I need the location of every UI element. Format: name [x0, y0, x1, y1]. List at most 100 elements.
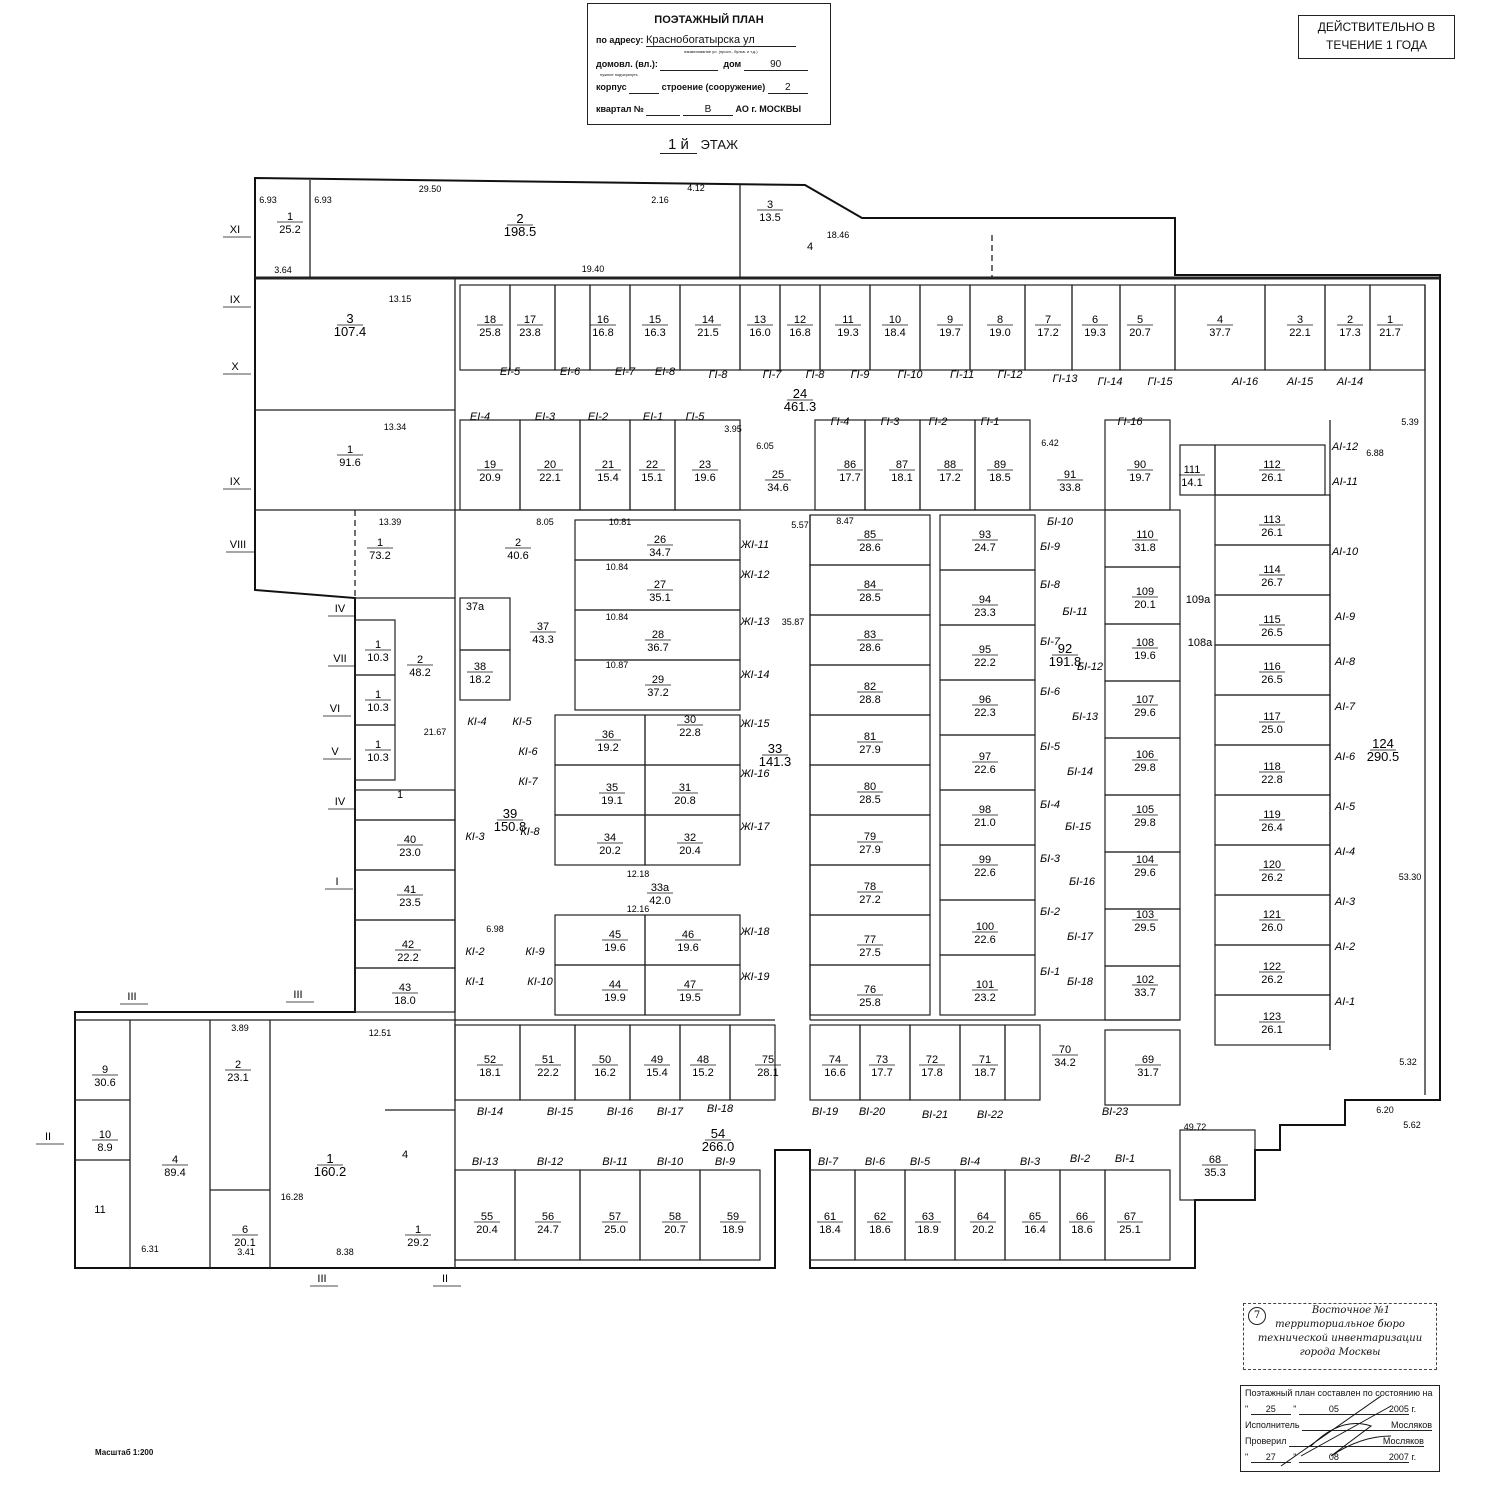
- zone-label: КI-3: [465, 831, 485, 843]
- zone-label: ВI-20: [859, 1106, 886, 1118]
- room-number: 30: [684, 714, 696, 726]
- room-area: 25.1: [1119, 1224, 1140, 1236]
- axis-mark-label: III: [317, 1273, 326, 1285]
- dimension-label: 6.42: [1041, 438, 1059, 448]
- axis-mark: II: [433, 1273, 461, 1287]
- zone-label: ГI-12: [998, 369, 1023, 381]
- dimension-label: 12.51: [369, 1028, 392, 1038]
- room-area: 26.2: [1261, 872, 1282, 884]
- zone-label: ГI-9: [851, 369, 870, 381]
- room-area: 19.3: [837, 327, 858, 339]
- zone-label: БI-8: [1040, 579, 1061, 591]
- room-number: 16: [597, 314, 609, 326]
- room-outline: [699, 1169, 761, 1261]
- room-area: 26.1: [1261, 527, 1282, 539]
- room-number: 21: [602, 459, 614, 471]
- room-label: 620.1: [232, 1224, 258, 1249]
- room-label: 322.1: [1287, 314, 1313, 339]
- zone-label: ВI-17: [657, 1106, 684, 1118]
- room-outline: [1179, 1129, 1256, 1201]
- axis-mark: VII: [328, 653, 356, 667]
- room-number: 90: [1134, 459, 1146, 471]
- room-number: 96: [979, 694, 991, 706]
- room-number: 23: [699, 459, 711, 471]
- room-label: 919.7: [937, 314, 963, 339]
- zone-label: АI-5: [1334, 801, 1356, 813]
- room-outline: [644, 964, 741, 1016]
- zone-label: ГI-14: [1098, 376, 1123, 388]
- zone-label: АI-7: [1334, 701, 1356, 713]
- axis-mark-label: XI: [230, 224, 240, 236]
- room-number: 98: [979, 804, 991, 816]
- room-area: 29.6: [1134, 867, 1155, 879]
- axis-mark-label: IV: [335, 603, 346, 615]
- room-area: 15.2: [692, 1067, 713, 1079]
- room-outline: [1004, 1024, 1041, 1101]
- dimension-label: 6.88: [1366, 448, 1384, 458]
- room-area: 29.5: [1134, 922, 1155, 934]
- room-area: 37.7: [1209, 327, 1230, 339]
- room-number: 26: [654, 534, 666, 546]
- room-area: 26.7: [1261, 577, 1282, 589]
- title-block: ПОЭТАЖНЫЙ ПЛАН по адресу: Краснобогатырс…: [587, 3, 831, 125]
- day-2: 27: [1250, 1452, 1291, 1463]
- room-area: 17.3: [1339, 327, 1360, 339]
- axis-mark: VI: [323, 703, 351, 717]
- zone-label: ВI-4: [960, 1156, 980, 1168]
- room-number: 66: [1076, 1211, 1088, 1223]
- room-area: 37.2: [647, 687, 668, 699]
- zone-label: ВI-3: [1020, 1156, 1041, 1168]
- room-area: 290.5: [1367, 749, 1400, 764]
- room-area: 91.6: [339, 457, 360, 469]
- room-number: 83: [864, 629, 876, 641]
- year-1: 2005: [1368, 1404, 1409, 1415]
- zone-label: ВI-9: [715, 1156, 735, 1168]
- room-number: 58: [669, 1211, 681, 1223]
- room-area: 35.1: [649, 592, 670, 604]
- dimension-label: 8.47: [836, 516, 854, 526]
- room-number: 4: [1217, 314, 1223, 326]
- room-number: 47: [684, 979, 696, 991]
- room-area: 17.2: [1037, 327, 1058, 339]
- dimension-label: 16.28: [281, 1192, 304, 1202]
- room-number: 28: [652, 629, 664, 641]
- room-number: 104: [1136, 854, 1154, 866]
- room-number: 109: [1136, 586, 1154, 598]
- zone-label: ЖI-11: [740, 539, 769, 551]
- zone-label: ЕI-7: [615, 366, 636, 378]
- room-area: 19.5: [679, 992, 700, 1004]
- room-area: 36.7: [647, 642, 668, 654]
- zone-label: ВI-1: [1115, 1153, 1135, 1165]
- room-area: 13.5: [759, 212, 780, 224]
- room-number: 38: [474, 661, 486, 673]
- room-area: 18.7: [974, 1067, 995, 1079]
- room-label: 4: [807, 241, 813, 253]
- room-area: 29.8: [1134, 762, 1155, 774]
- room-label: 437.7: [1207, 314, 1233, 339]
- zone-label: ГI-10: [898, 369, 924, 381]
- room-label: 109a: [1186, 594, 1211, 606]
- zone-label: ГI-15: [1148, 376, 1174, 388]
- axis-mark: IX: [223, 294, 251, 308]
- axis-mark-label: V: [331, 746, 339, 758]
